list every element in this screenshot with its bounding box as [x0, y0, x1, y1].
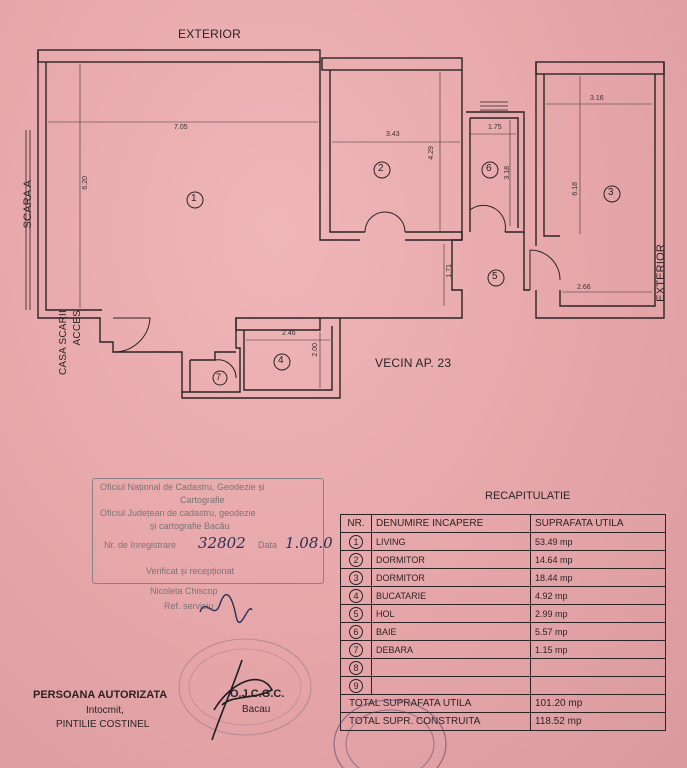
table-row: 4 BUCATARIE 4.92 mp	[340, 586, 666, 605]
row-number: 2	[349, 552, 363, 567]
cadastre-stamp	[92, 478, 324, 584]
dimension-label: 6.18	[572, 182, 579, 196]
header-nr: NR.	[340, 514, 372, 533]
room-name: DEBARA	[371, 640, 531, 659]
room-7-marker	[212, 370, 228, 386]
seal-over-table	[333, 699, 447, 768]
room-area: 1.15 mp	[530, 640, 666, 659]
room-name	[371, 676, 531, 695]
room-6-marker	[481, 161, 499, 179]
header-area: SUPRAFATA UTILA	[530, 514, 666, 533]
dimension-label: 2.00	[312, 343, 319, 357]
dimension-label: 2.66	[577, 284, 591, 291]
room-number: 1	[191, 193, 197, 204]
dimension-label: 1.71	[446, 264, 453, 278]
room-name: LIVING	[371, 532, 531, 551]
dimension-label: 7.05	[174, 124, 188, 131]
authorized-name: PINTILIE COSTINEL	[56, 719, 150, 730]
room-number: 7	[216, 372, 222, 382]
authorized-subtitle: Intocmit,	[86, 705, 124, 716]
recap-title: RECAPITULATIE	[485, 490, 571, 502]
room-number: 6	[486, 163, 492, 174]
total-constr-row: TOTAL SUPR. CONSTRUITA 118.52 mp	[340, 712, 666, 731]
room-name	[371, 658, 531, 677]
authorized-signature	[211, 659, 274, 741]
table-row: 8	[340, 658, 666, 677]
room-area: 2.99 mp	[530, 604, 666, 623]
stamp-line: Oficiul Național de Cadastru, Geodezie ș…	[100, 482, 265, 492]
room-number: 2	[378, 163, 384, 174]
table-row: 6 BAIE 5.57 mp	[340, 622, 666, 641]
room-name: BAIE	[371, 622, 531, 641]
room-area: 5.57 mp	[530, 622, 666, 641]
header-name: DENUMIRE INCAPERE	[371, 514, 531, 533]
stair-label: SCARA A	[22, 180, 34, 229]
room-name: DORMITOR	[371, 550, 531, 569]
authorized-city: Bacau	[242, 704, 271, 715]
stamp-line: Data	[258, 540, 278, 550]
signature-mark	[199, 593, 253, 624]
stamp-line: Oficiul Județean de cadastru, geodezie	[100, 508, 256, 518]
dimension-label: 3.18	[504, 166, 511, 180]
table-header-row: NR. DENUMIRE INCAPERE SUPRAFATA UTILA	[340, 514, 666, 533]
dimension-label: 2.46	[282, 330, 296, 337]
handwritten-number: 32802	[198, 534, 246, 552]
stamp-line: Ref. serviciu	[164, 601, 214, 611]
handwritten-date: 1.08.0	[285, 534, 333, 552]
room-5-marker	[487, 269, 505, 287]
row-number: 9	[349, 678, 363, 693]
table-row: 3 DORMITOR 18.44 mp	[340, 568, 666, 587]
room-name: HOL	[371, 604, 531, 623]
stamp-line: și cartografie Bacău	[150, 521, 230, 531]
room-2-marker	[373, 161, 391, 179]
dimension-label: 3.43	[386, 131, 400, 138]
access-label: CASA SCARII	[58, 310, 69, 375]
room-area: 18.44 mp	[530, 568, 666, 587]
room-name: BUCATARIE	[371, 586, 531, 605]
room-number: 4	[278, 355, 284, 366]
room-area: 14.64 mp	[530, 550, 666, 569]
row-number: 5	[349, 606, 363, 621]
round-seal	[178, 638, 312, 736]
floor-plan-drawing	[25, 49, 665, 399]
dimension-label: 3.16	[590, 95, 604, 102]
row-number: 8	[349, 660, 363, 675]
total-constr-value: 118.52 mp	[530, 712, 666, 731]
room-4-marker	[273, 353, 291, 371]
exterior-label: EXTERIOR	[655, 244, 667, 302]
row-number: 4	[349, 588, 363, 603]
room-number: 5	[492, 271, 498, 282]
room-area: 53.49 mp	[530, 532, 666, 551]
stamp-line: Nicoleta Chiscop	[150, 586, 218, 596]
table-row: 1 LIVING 53.49 mp	[340, 532, 666, 551]
room-1-marker	[186, 191, 204, 209]
access-label: ACCES	[72, 310, 83, 346]
room-3-marker	[603, 185, 621, 203]
room-area: 4.92 mp	[530, 586, 666, 605]
stamp-line: Verificat și recepționat	[146, 566, 235, 576]
row-number: 1	[349, 534, 363, 549]
row-number: 6	[349, 624, 363, 639]
authorized-title: PERSOANA AUTORIZATA	[33, 689, 168, 701]
recap-table: NR. DENUMIRE INCAPERE SUPRAFATA UTILA 1 …	[340, 514, 666, 731]
room-name: DORMITOR	[371, 568, 531, 587]
table-row: 9	[340, 676, 666, 695]
table-row: 5 HOL 2.99 mp	[340, 604, 666, 623]
room-area	[530, 676, 666, 695]
table-row: 2 DORMITOR 14.64 mp	[340, 550, 666, 569]
exterior-label: EXTERIOR	[178, 27, 241, 41]
dimension-label: 1.75	[488, 124, 502, 131]
room-number: 3	[608, 187, 614, 198]
room-area	[530, 658, 666, 677]
dimension-label: 6.20	[82, 176, 89, 190]
total-util-value: 101.20 mp	[530, 694, 666, 713]
row-number: 7	[349, 642, 363, 657]
stamp-line: Nr. de înregistrare	[104, 540, 177, 550]
stamp-line: Cartografie	[180, 495, 225, 505]
total-util-row: TOTAL SUPRAFATA UTILA 101.20 mp	[340, 694, 666, 713]
table-row: 7 DEBARA 1.15 mp	[340, 640, 666, 659]
neighbour-label: VECIN AP. 23	[375, 356, 452, 370]
row-number: 3	[349, 570, 363, 585]
dimension-label: 4.29	[428, 146, 435, 160]
